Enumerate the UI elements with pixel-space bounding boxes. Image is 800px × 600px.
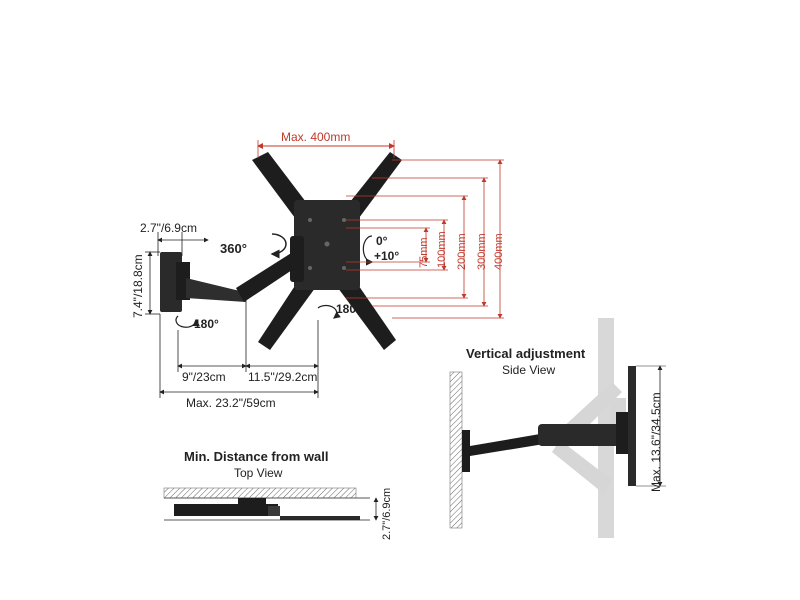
side-view-subtitle: Side View — [502, 363, 556, 377]
vertical-adjust-label: Max. 13.6"/34.5cm — [649, 392, 663, 492]
articulating-arm-front — [186, 236, 304, 302]
dim-vesa-heights — [346, 159, 504, 319]
wall-plate-front — [160, 252, 190, 312]
max-extension-label: Max. 23.2"/59cm — [186, 396, 276, 410]
vesa-400-label: 400mm — [493, 233, 505, 270]
top-view-subtitle: Top View — [234, 466, 283, 480]
top-view-title: Min. Distance from wall — [184, 449, 329, 464]
min-distance-label: 2.7"/6.9cm — [381, 487, 393, 540]
tilt-arrow — [362, 235, 374, 266]
vesa-100-label: 100mm — [436, 231, 448, 268]
wall-plate-height-label: 7.4"/18.8cm — [131, 254, 145, 318]
rotate-360-arrow — [270, 233, 287, 259]
dim-front-black — [145, 232, 319, 398]
wall-plate-depth-label: 2.7"/6.9cm — [140, 221, 197, 235]
dim-max-width — [257, 140, 395, 158]
top-view-drawing — [163, 487, 379, 521]
vesa-200-label: 200mm — [456, 233, 468, 270]
arm-segment-1-label: 9"/23cm — [182, 370, 226, 384]
vesa-300-label: 300mm — [476, 233, 488, 270]
swivel-right-arrow — [317, 304, 341, 319]
swivel-left-label: 180° — [194, 317, 219, 331]
max-width-label: Max. 400mm — [281, 130, 351, 144]
arm-segment-2-label: 11.5"/29.2cm — [248, 370, 318, 384]
side-view-drawing — [449, 318, 666, 538]
vesa-x-plate — [250, 152, 402, 350]
tilt-down-label: +10° — [374, 249, 400, 263]
vesa-75-label: 75mm — [418, 237, 430, 268]
side-view-title: Vertical adjustment — [466, 346, 586, 361]
rotation-label: 360° — [220, 241, 247, 256]
tilt-up-label: 0° — [376, 234, 388, 248]
swivel-left-arrow — [175, 315, 200, 328]
swivel-right-label: 180° — [336, 302, 361, 316]
